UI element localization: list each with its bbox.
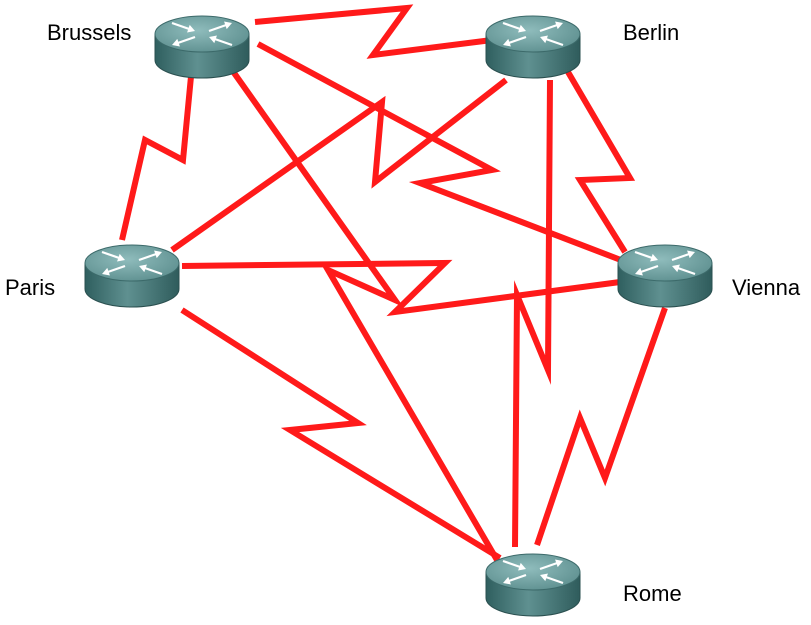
router-rome[interactable]: Rome <box>485 553 682 617</box>
wan-links <box>119 4 668 562</box>
router-brussels[interactable]: Brussels <box>47 15 250 79</box>
router-icon <box>485 15 581 79</box>
wan-link-paris-vienna <box>181 259 621 317</box>
router-label-paris: Paris <box>5 275 55 300</box>
wan-link-berlin-paris <box>170 77 508 253</box>
router-paris[interactable]: Paris <box>5 244 180 308</box>
router-label-vienna: Vienna <box>732 275 801 300</box>
router-label-berlin: Berlin <box>623 20 679 45</box>
wan-link-berlin-vienna <box>565 70 636 254</box>
router-berlin[interactable]: Berlin <box>485 15 679 79</box>
wan-link-brussels-paris <box>119 65 195 241</box>
router-icon <box>154 15 250 79</box>
router-icon <box>485 553 581 617</box>
router-label-brussels: Brussels <box>47 20 131 45</box>
wan-link-brussels-rome <box>229 68 500 562</box>
wan-link-brussels-berlin <box>254 4 493 59</box>
wan-link-berlin-rome <box>512 79 553 548</box>
wan-link-paris-rome <box>180 307 502 561</box>
wan-link-vienna-rome <box>534 307 668 546</box>
router-icon <box>84 244 180 308</box>
router-label-rome: Rome <box>623 581 682 606</box>
router-icon <box>617 244 713 308</box>
router-vienna[interactable]: Vienna <box>617 244 801 308</box>
